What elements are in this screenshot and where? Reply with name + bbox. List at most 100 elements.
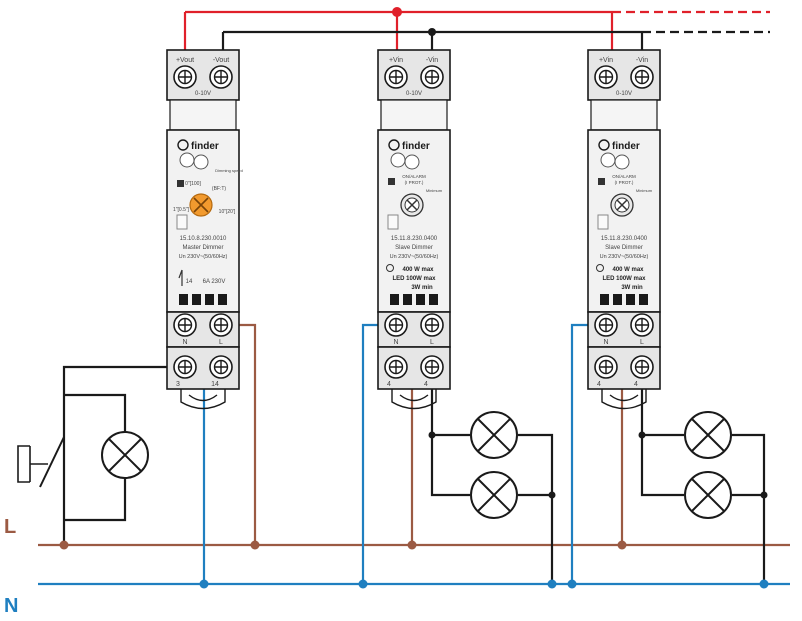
terminal-screw-lower-right[interactable] — [630, 355, 654, 379]
terminal-screw-top-right[interactable] — [630, 65, 654, 89]
junction-dot — [428, 431, 436, 439]
terminal-label-l: L — [640, 339, 644, 346]
terminal-label-lower-left: 4 — [597, 381, 601, 388]
load-rating: LED 100W max — [392, 276, 436, 282]
junction-dot — [59, 540, 69, 550]
neutral-rail-label: N — [4, 595, 18, 616]
terminal-screw-top-left[interactable] — [594, 65, 618, 89]
vent-slot — [613, 294, 622, 305]
finder-logo-icon — [598, 139, 610, 151]
finder-logo-icon — [388, 139, 400, 151]
terminal-label-top-right: -Vout — [213, 57, 229, 64]
vent-slot — [626, 294, 635, 305]
terminal-screw-l[interactable] — [630, 313, 654, 337]
terminal-label-l: L — [430, 339, 434, 346]
load-rating: 400 W max — [612, 267, 644, 273]
terminal-label-lower-left: 3 — [176, 381, 180, 388]
lamp-icon — [470, 411, 518, 459]
push-button[interactable] — [597, 214, 609, 230]
mode-icon — [193, 154, 209, 170]
terminal-label-top-right: -Vin — [426, 57, 438, 64]
terminal-screw-lower-left[interactable] — [173, 355, 197, 379]
knob-label: Dimming speed — [215, 168, 243, 173]
junction-dot — [567, 579, 577, 589]
alarm-label: ON/ALARM — [402, 174, 426, 179]
terminal-screw-l[interactable] — [420, 313, 444, 337]
mode-icon — [390, 152, 406, 168]
terminal-label-lower-left: 4 — [387, 381, 391, 388]
dimming-speed-knob[interactable] — [189, 193, 213, 217]
terminal-screw-top-left[interactable] — [384, 65, 408, 89]
terminal-screw-n[interactable] — [384, 313, 408, 337]
push-button[interactable] — [387, 214, 399, 230]
product-name: Slave Dimmer — [395, 245, 433, 251]
minimum-knob[interactable] — [610, 193, 634, 217]
terminal-screw-lower-right[interactable] — [420, 355, 444, 379]
supply-rating: Un 230V~(50/60Hz) — [179, 254, 228, 260]
vent-slot — [639, 294, 648, 305]
vent-slot — [403, 294, 412, 305]
terminal-screw-lower-left[interactable] — [594, 355, 618, 379]
terminal-screw-lower-right[interactable] — [209, 355, 233, 379]
terminal-label-lower-right: 4 — [634, 381, 638, 388]
junction-dot — [358, 579, 368, 589]
terminal-label-top-right: -Vin — [636, 57, 648, 64]
brand-logo-text: finder — [191, 141, 219, 152]
live-rail-label: L — [4, 516, 16, 538]
alarm-label: ON/ALARM — [612, 174, 636, 179]
push-button-switch-icon — [17, 436, 65, 520]
terminal-screw-top-left[interactable] — [173, 65, 197, 89]
mode-icon — [179, 152, 195, 168]
terminal-screw-top-right[interactable] — [420, 65, 444, 89]
junction-dot — [617, 540, 627, 550]
brand-logo-text: finder — [402, 141, 430, 152]
terminal-screw-lower-left[interactable] — [384, 355, 408, 379]
terminal-screw-n[interactable] — [173, 313, 197, 337]
control-range-label: 0-10V — [616, 91, 632, 97]
mode-label: (BF:T) — [212, 186, 226, 192]
junction-dot — [199, 579, 209, 589]
contact-icon — [178, 269, 183, 286]
vent-slot — [205, 294, 214, 305]
load-rating: LED 100W max — [602, 276, 646, 282]
junction-dot — [548, 491, 556, 499]
terminal-screw-n[interactable] — [594, 313, 618, 337]
alarm-label: (I PROT.) — [405, 180, 424, 185]
junction-dot — [760, 491, 768, 499]
supply-rating: Un 230V~(50/60Hz) — [390, 254, 439, 260]
lamp-icon — [101, 431, 149, 479]
junction-dot — [428, 28, 436, 36]
terminal-label-n: N — [182, 339, 187, 346]
terminal-label-lower-right: 4 — [424, 381, 428, 388]
status-led-icon — [598, 178, 605, 185]
vent-slot — [429, 294, 438, 305]
vent-slot — [416, 294, 425, 305]
brand-logo-text: finder — [612, 141, 640, 152]
minimum-knob[interactable] — [400, 193, 424, 217]
push-button[interactable] — [176, 214, 188, 230]
finder-logo-icon — [177, 139, 189, 151]
contact-label: 14 — [186, 279, 193, 285]
lamp-icon — [684, 471, 732, 519]
mode-label: 1"[0.5"] — [173, 207, 190, 213]
junction-dot — [638, 431, 646, 439]
terminal-label-n: N — [393, 339, 398, 346]
control-range-label: 0-10V — [195, 91, 211, 97]
alarm-label: (I PROT.) — [615, 180, 634, 185]
vent-slot — [218, 294, 227, 305]
load-rating: 400 W max — [402, 267, 434, 273]
supply-rating: Un 230V~(50/60Hz) — [600, 254, 649, 260]
mode-label: 0"[100] — [185, 181, 201, 187]
terminal-screw-top-right[interactable] — [209, 65, 233, 89]
lamp-load-icon — [596, 264, 604, 272]
terminal-label-top-left: +Vout — [176, 57, 194, 64]
knob-label: Minimum — [426, 188, 443, 193]
model-number: 15.10.8.230.0010 — [180, 236, 227, 242]
slave1-load-wire — [430, 367, 554, 584]
contact-rating: 6A 230V — [203, 279, 226, 285]
terminal-screw-l[interactable] — [209, 313, 233, 337]
terminal-label-top-left: +Vin — [389, 57, 403, 64]
